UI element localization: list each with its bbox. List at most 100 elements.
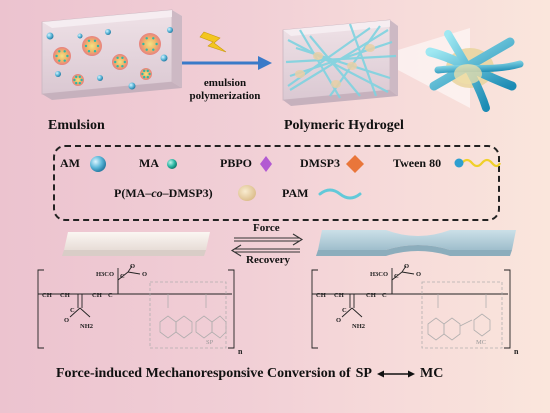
sp-ester-group: H3CO <box>96 271 114 278</box>
copolymer-particle <box>313 52 323 60</box>
pam-icon <box>318 188 362 200</box>
copolymer-suffix: –DMSP3) <box>162 186 213 200</box>
mc-amide-group: NH2 <box>352 323 365 330</box>
hydrogel-label: Polymeric Hydrogel <box>284 118 404 133</box>
legend-pam: PAM <box>282 186 309 200</box>
ma-dot <box>78 75 82 79</box>
copolymer-particle <box>295 70 305 78</box>
emulsion-droplet <box>139 33 161 55</box>
arrow-label-line2: polymerization <box>190 90 261 102</box>
am-icon <box>90 156 106 172</box>
bottom-title-text: Force-induced Mechanoresponsive Conversi… <box>56 366 351 381</box>
fiber-closeup <box>425 30 524 112</box>
hydrogel-box <box>282 19 398 106</box>
svg-text:O: O <box>130 263 135 270</box>
emulsion-droplet <box>72 74 84 86</box>
ma-dot <box>152 37 155 40</box>
svg-text:C: C <box>108 292 113 299</box>
ma-dot <box>93 49 97 53</box>
svg-text:O: O <box>142 271 147 278</box>
svg-text:O: O <box>64 317 69 324</box>
ma-dot <box>116 56 119 60</box>
unstretched-hydrogel <box>62 232 210 256</box>
bidirectional-arrow-icon <box>376 370 415 378</box>
legend-box <box>53 145 500 221</box>
svg-text:O: O <box>416 271 421 278</box>
ma-dot <box>63 50 66 53</box>
stretched-hydrogel <box>316 230 516 256</box>
mc-box-label: MC <box>476 339 486 346</box>
emulsion-droplet <box>53 47 71 65</box>
svg-text:CH: CH <box>366 292 376 299</box>
emulsion-droplet <box>140 68 152 80</box>
force-arrow <box>234 233 304 246</box>
ma-dot <box>93 39 97 43</box>
arrow-label-line1: emulsion <box>204 77 246 89</box>
am-sphere <box>77 33 83 39</box>
am-sphere <box>128 82 136 90</box>
ma-dot <box>87 49 91 53</box>
am-sphere <box>160 54 168 62</box>
ma-dot <box>58 59 61 62</box>
ma-dot <box>145 37 148 40</box>
force-graphic <box>62 230 516 257</box>
ma-dot <box>63 59 66 62</box>
ma-dot <box>146 69 149 73</box>
tween-80-icon <box>454 158 501 168</box>
mc-polymer-structure <box>311 265 508 349</box>
lightning-icon <box>199 31 227 53</box>
legend-icons <box>90 155 501 201</box>
svg-text:O: O <box>336 317 341 324</box>
ma-dot <box>143 75 146 79</box>
ma-dot <box>121 64 124 68</box>
dmsp3-icon <box>346 155 364 173</box>
sp-polymer-structure <box>37 265 232 349</box>
copolymer-particle <box>331 80 341 88</box>
ma-dot <box>58 50 61 53</box>
ma-dot <box>96 44 100 48</box>
ma-dot <box>114 60 117 64</box>
ma-dot <box>66 54 69 58</box>
copolymer-particle <box>347 62 357 70</box>
sp-repeat-n: n <box>238 347 243 356</box>
ma-dot <box>121 56 124 60</box>
bottom-title: Force-induced Mechanoresponsive Conversi… <box>56 366 443 382</box>
ma-dot <box>155 42 158 46</box>
am-sphere <box>167 27 173 33</box>
ma-dot <box>116 64 119 68</box>
pam-chain <box>309 35 361 97</box>
ma-dot <box>123 60 127 64</box>
svg-text:C: C <box>394 273 399 280</box>
ma-dot <box>80 78 83 82</box>
legend-pbpo: PBPO <box>220 156 252 170</box>
ma-dot <box>152 48 155 51</box>
copolymer-icon <box>238 185 256 201</box>
svg-text:CH: CH <box>334 292 344 299</box>
mc-moiety <box>421 281 503 349</box>
ma-icon <box>167 159 177 169</box>
svg-text:CH: CH <box>42 292 52 299</box>
svg-text:CH: CH <box>92 292 102 299</box>
ma-dot <box>142 42 145 46</box>
ma-dot <box>78 81 82 85</box>
legend-dmsp3: DMSP3 <box>300 156 340 170</box>
legend-ma: MA <box>139 156 159 170</box>
am-sphere <box>55 71 61 77</box>
svg-text:C: C <box>120 273 125 280</box>
top-graphic: emulsion polymerization <box>41 9 524 112</box>
sp-box-label: SP <box>206 339 214 346</box>
mc-bracket-right <box>504 269 511 349</box>
copolymer-co: co <box>151 186 163 200</box>
am-sphere <box>46 32 54 40</box>
svg-text:O: O <box>404 263 409 270</box>
ma-dot <box>148 72 151 76</box>
pam-chain <box>289 40 393 78</box>
am-sphere <box>105 29 111 35</box>
ma-dot <box>145 48 148 51</box>
process-arrow <box>182 56 272 70</box>
force-label: Force <box>253 222 280 234</box>
mc-term: MC <box>419 366 444 381</box>
sp-term: SP <box>355 366 372 381</box>
